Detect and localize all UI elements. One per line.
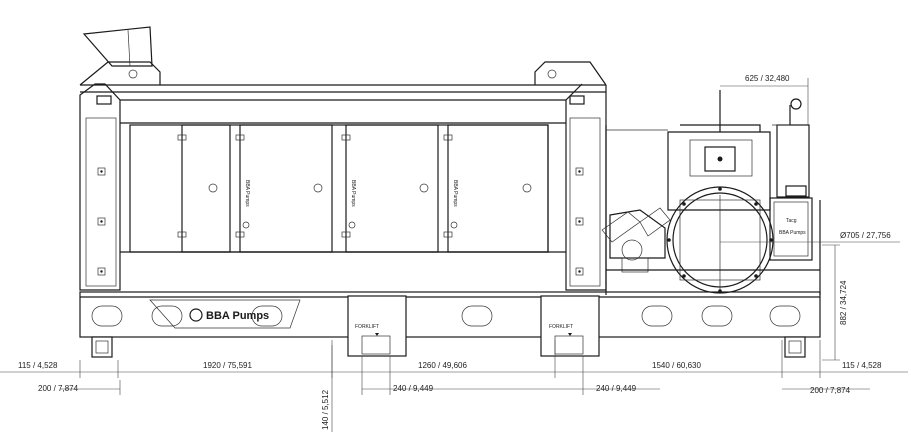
dim-diameter: Ø705 / 27,756 [840,231,891,240]
dim-span-3: 1540 / 60,630 [652,361,701,370]
control-panel-label: Tacg [786,218,797,224]
forklift-label: FORKLIFT [355,324,379,330]
pump-assembly: Tacg BBA Pumps [601,90,821,295]
brand-plate: BBA Pumps [149,299,301,329]
dim-left-overhang: 115 / 4,528 [18,361,58,370]
dim-right-outer: 200 / 7,874 [810,386,851,395]
dim-fork-width-2: 240 / 9,449 [596,384,637,393]
door-brand-label: BBA Pumps [350,180,356,207]
dim-fork-height: 140 / 5,512 [321,389,330,430]
dim-height: 882 / 34,724 [839,280,848,325]
dim-fork-width-1: 240 / 9,449 [393,384,434,393]
engine-canopy: BBA Pumps BBA Pumps BBA Pumps [79,26,607,291]
dim-span-1: 1920 / 75,591 [203,361,252,370]
canopy-door[interactable] [341,124,549,253]
base-skid: FORKLIFT FORKLIFT BBA Pumps [79,291,821,358]
door-brand-label: BBA Pumps [452,180,458,207]
dim-top-width: 625 / 32,480 [745,74,790,83]
dim-right-overhang: 115 / 4,528 [842,361,882,370]
brand-logo-text: BBA Pumps [206,310,269,322]
canopy-door[interactable] [177,124,333,253]
dimension-lines: 625 / 32,480 Ø705 / 27,756 882 / 34,724 … [0,74,908,432]
dim-left-outer: 200 / 7,874 [38,384,79,393]
forklift-pocket[interactable]: FORKLIFT [347,295,407,357]
forklift-label: FORKLIFT [549,324,573,330]
door-brand-label: BBA Pumps [244,180,250,207]
control-panel-brand: BBA Pumps [779,230,806,236]
control-panel[interactable]: Tacg BBA Pumps [769,197,813,261]
dim-span-2: 1260 / 49,606 [418,361,467,370]
forklift-pocket[interactable]: FORKLIFT [540,295,600,357]
